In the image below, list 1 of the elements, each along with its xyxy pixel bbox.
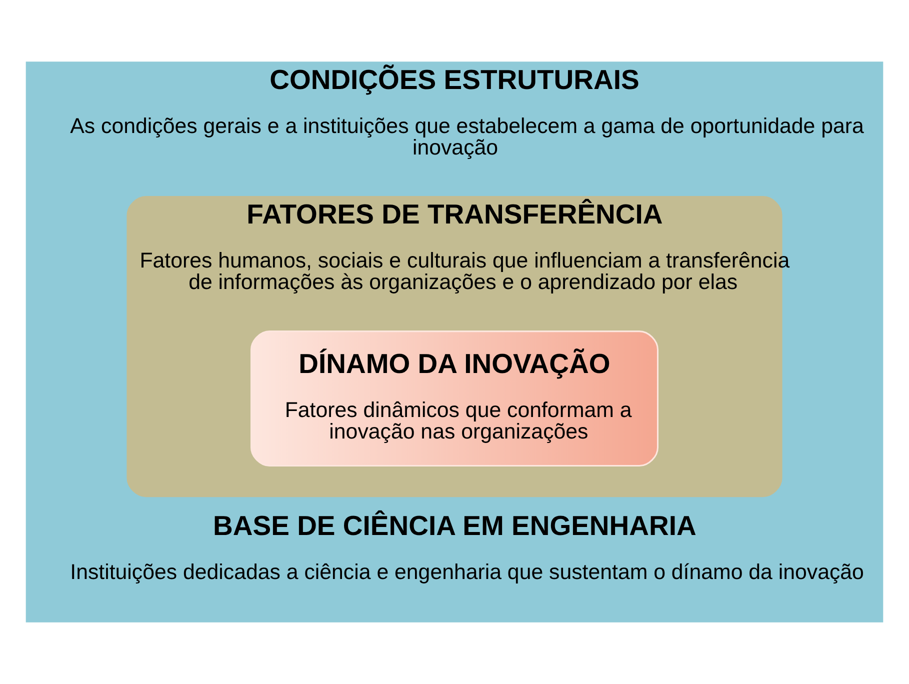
node-box: DÍNAMO DA INOVAÇÃO Fatores dinâmicos que conformam a inovação nas organizações (250, 330, 659, 467)
